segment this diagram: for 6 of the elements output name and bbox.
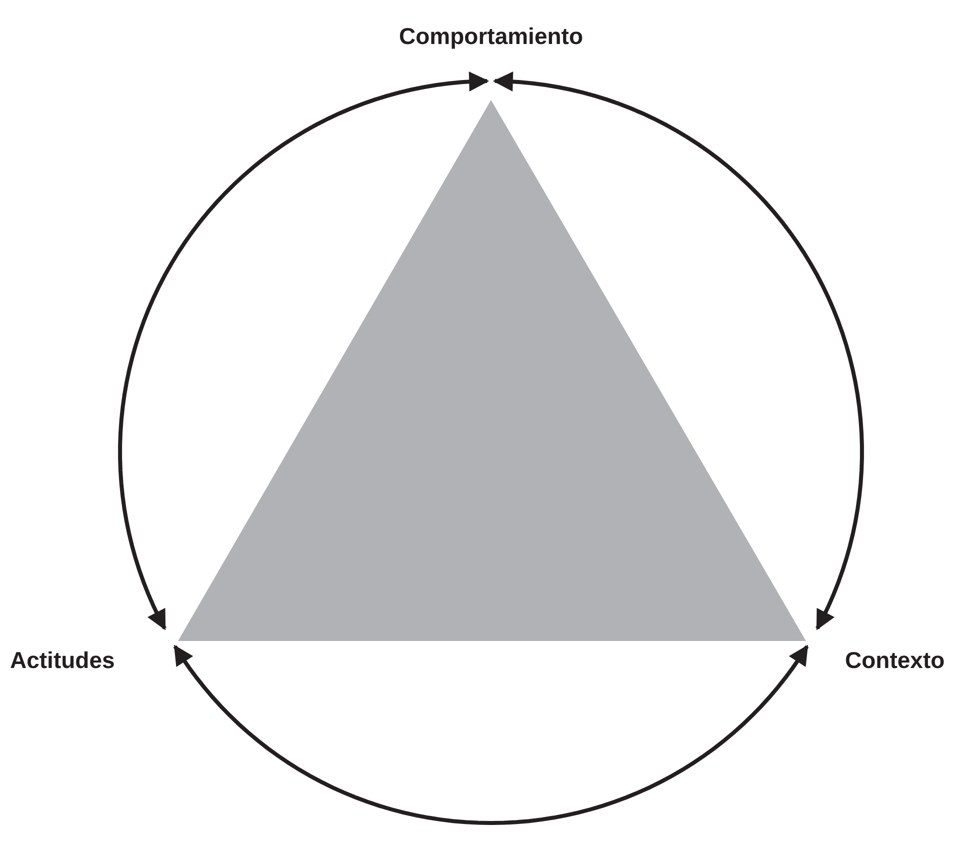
arrow — [492, 72, 864, 630]
arrow — [118, 72, 490, 630]
node-label: Actitudes — [10, 646, 115, 674]
arrow — [173, 644, 809, 825]
node-label: Contexto — [845, 646, 945, 674]
node-label: Comportamiento — [399, 22, 583, 50]
